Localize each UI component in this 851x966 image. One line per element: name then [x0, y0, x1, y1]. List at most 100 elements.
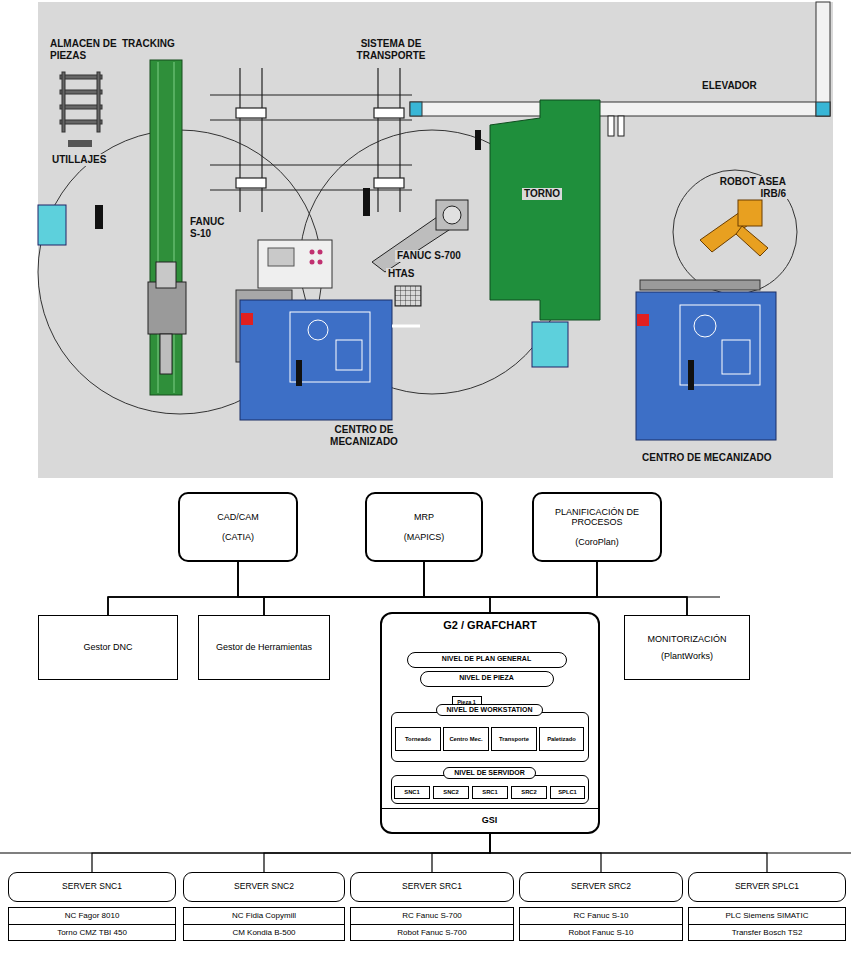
node-text: NC Fidia Copymill [184, 908, 344, 924]
node-text: MRP [414, 512, 434, 522]
layout-label: CENTRO DE MECANIZADO [640, 452, 773, 464]
node-text: GSI [482, 815, 498, 825]
bus-connector [92, 834, 490, 872]
post-symbol [95, 205, 103, 229]
tool-rack [395, 286, 421, 306]
unit-box: SRC2 [511, 786, 547, 799]
unit-box: SNC2 [433, 786, 469, 799]
node-text: SRC1 [482, 789, 497, 796]
layout-label: SISTEMA DE TRANSPORTE [345, 38, 437, 61]
unit-box: Torneado [395, 727, 441, 751]
bus-connector [238, 562, 687, 615]
cnc-controller [258, 240, 332, 288]
parts-store [60, 72, 102, 132]
tracking-rail [148, 60, 186, 395]
server-box: SERVER SRC2 [519, 872, 683, 902]
layout-label: TORNO [522, 188, 562, 200]
layout-label: UTILLAJES [50, 154, 108, 166]
bus-connector [490, 562, 597, 612]
fixture-symbol [68, 140, 92, 147]
node-text: Torno CMZ TBI 450 [9, 924, 175, 941]
layout-label: HTAS [386, 268, 416, 280]
node-text: (MAPICS) [404, 532, 445, 542]
device-box: RC Fanuc S-10Robot Fanuc S-10 [519, 907, 683, 941]
node-text: Robot Fanuc S-10 [520, 924, 682, 941]
transport-system [210, 68, 412, 212]
node-text: SERVER SNC1 [62, 882, 122, 892]
layout-label: FANUC S-700 [395, 250, 463, 262]
node-text: (PlantWorks) [661, 651, 713, 661]
interface-band: GSI [381, 808, 599, 832]
level-group: NIVEL DE SERVIDORSNC1SNC2SRC1SRC2SPLC1 [391, 775, 589, 804]
device-box: NC Fagor 8010Torno CMZ TBI 450 [8, 907, 176, 941]
device-box: RC Fanuc S-700Robot Fanuc S-700 [350, 907, 514, 941]
server-box: SERVER SRC1 [350, 872, 514, 902]
control-cabinet [38, 205, 66, 245]
robot-asea [700, 200, 768, 256]
node-text: (CoroPlan) [575, 537, 619, 547]
node-text: NIVEL DE WORKSTATION [436, 704, 544, 716]
bus-connector [597, 562, 687, 615]
bus-connector [108, 562, 424, 615]
post-symbol [475, 130, 481, 150]
robot-fanuc-s700 [372, 200, 468, 272]
unit-box: Transporte [491, 727, 537, 751]
device-box: NC Fidia CopymillCM Kondia B-500 [183, 907, 345, 941]
node-text: SERVER SRC2 [571, 882, 631, 892]
node-text: SNC1 [404, 789, 419, 796]
node-text: SRC2 [521, 789, 536, 796]
node-text: Paletizado [547, 736, 576, 743]
module-box: Gestor de Herramientas [198, 615, 330, 680]
machining-centre [636, 280, 776, 440]
node-text: Robot Fanuc S-700 [351, 924, 513, 941]
bus-connector [490, 834, 767, 872]
system-box: PLANIFICACIÓN DE PROCESOS (CoroPlan) [532, 492, 662, 562]
node-text: CM Kondia B-500 [184, 924, 344, 941]
node-text: (CATIA) [222, 532, 254, 542]
node-text: PLANIFICACIÓN DE PROCESOS [537, 507, 657, 528]
node-text: CAD/CAM [217, 512, 259, 522]
controller-box: G2 / GRAFCHARTNIVEL DE PLAN GENERALNIVEL… [380, 612, 600, 834]
node-text: Gestor de Herramientas [216, 642, 312, 652]
node-text: NIVEL DE PLAN GENERAL [442, 655, 531, 663]
unit-box: SNC1 [394, 786, 430, 799]
level-pill: NIVEL DE PIEZA [420, 671, 554, 687]
node-text: SERVER SRC1 [402, 882, 462, 892]
system-box: CAD/CAM (CATIA) [178, 492, 298, 562]
unit-box: Paletizado [539, 727, 584, 751]
elevator [410, 2, 830, 136]
layout-label: CENTRO DE MECANIZADO [316, 424, 412, 447]
bus-connector [432, 834, 490, 872]
node-text: Transporte [499, 736, 529, 743]
bus-connector [264, 562, 424, 615]
unit-box: Centro Mec. [443, 727, 489, 751]
node-text: Transfer Bosch TS2 [689, 924, 845, 941]
server-box: SERVER SNC2 [183, 872, 345, 902]
layout-label: ROBOT ASEA IRB/6 [712, 176, 788, 199]
device-box: PLC Siemens SIMATICTransfer Bosch TS2 [688, 907, 846, 941]
bus-connector [108, 562, 238, 615]
node-text: RC Fanuc S-700 [351, 908, 513, 924]
bus-connector [264, 834, 490, 872]
module-box: Gestor DNC [38, 615, 178, 680]
unit-box: SRC1 [472, 786, 508, 799]
post-symbol [363, 188, 370, 216]
bus-connector [424, 562, 687, 615]
node-text: RC Fanuc S-10 [520, 908, 682, 924]
node-text: MONITORIZACIÓN [648, 634, 727, 644]
system-box: MRP (MAPICS) [365, 492, 483, 562]
node-text: PLC Siemens SIMATIC [689, 908, 845, 924]
module-box: MONITORIZACIÓN (PlantWorks) [624, 615, 750, 680]
bus-connector [238, 562, 264, 615]
server-box: SERVER SNC1 [8, 872, 176, 902]
bus-connector [424, 562, 490, 612]
layout-label: FANUC S-10 [188, 216, 238, 239]
bus-connector [264, 562, 597, 615]
node-text: NIVEL DE PIEZA [459, 674, 514, 682]
layout-ground [38, 2, 833, 478]
lathe [490, 100, 600, 320]
level-group: NIVEL DE WORKSTATIONTorneadoCentro Mec.T… [391, 712, 589, 762]
layout-label: TRACKING [120, 38, 177, 50]
node-text: SERVER SNC2 [234, 882, 294, 892]
node-text: NC Fagor 8010 [9, 908, 175, 924]
